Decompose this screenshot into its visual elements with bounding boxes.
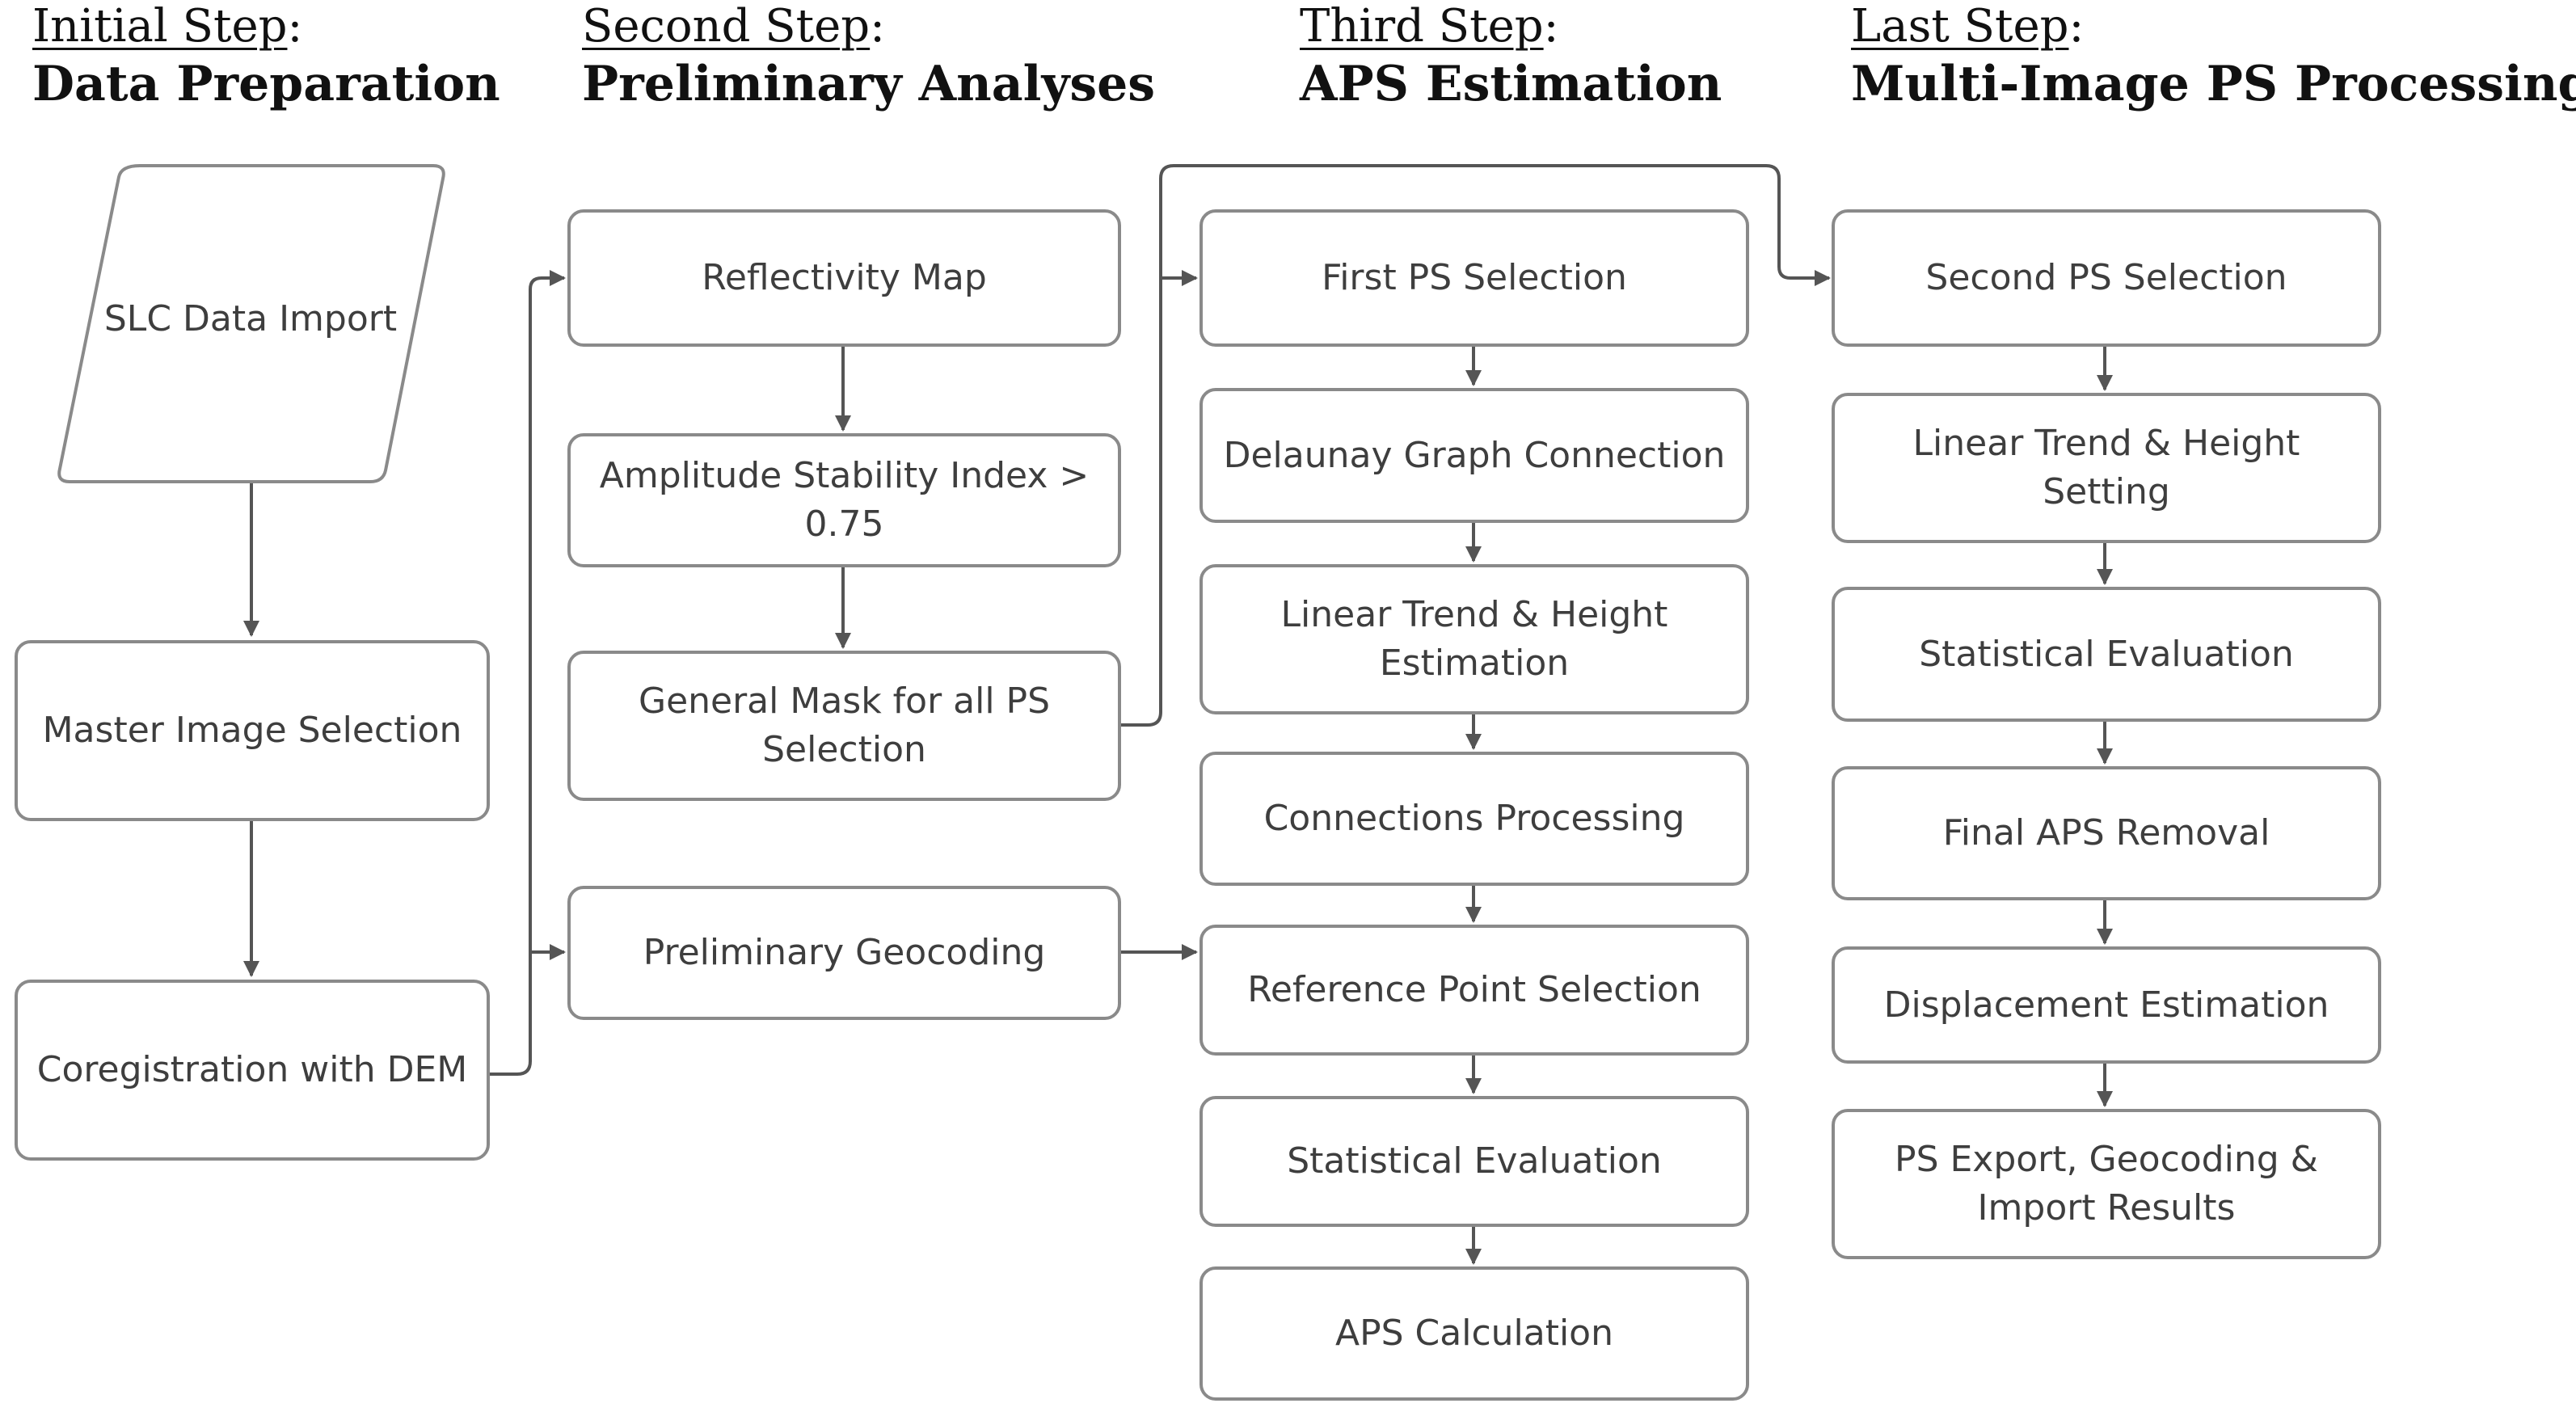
header-third-step: Third Step: APS Estimation	[1300, 0, 1722, 115]
header-initial-step: Initial Step: Data Preparation	[32, 0, 500, 115]
second-ps-selection-node: Second PS Selection	[1832, 209, 2381, 347]
step-title: Multi-Image PS Processing	[1851, 56, 2576, 112]
slc-data-import-label: SLC Data Import	[103, 298, 398, 339]
header-last-step: Last Step: Multi-Image PS Processing	[1851, 0, 2576, 115]
step-label: Third Step	[1300, 0, 1544, 53]
reference-point-selection-node: Reference Point Selection	[1199, 925, 1749, 1056]
displacement-estimation-node: Displacement Estimation	[1832, 946, 2381, 1064]
step-title: APS Estimation	[1300, 56, 1722, 112]
delaunay-graph-node: Delaunay Graph Connection	[1199, 388, 1749, 523]
preliminary-geocoding-node: Preliminary Geocoding	[567, 886, 1121, 1020]
step-title: Data Preparation	[32, 56, 500, 112]
final-aps-removal-node: Final APS Removal	[1832, 766, 2381, 900]
slc-import-shape	[57, 164, 445, 483]
statistical-evaluation-node: Statistical Evaluation	[1199, 1096, 1749, 1227]
arrow-mask-to-first-ps	[1121, 164, 1831, 727]
linear-trend-height-setting-node: Linear Trend & Height Setting	[1832, 393, 2381, 543]
reflectivity-map-node: Reflectivity Map	[567, 209, 1121, 347]
general-mask-node: General Mask for all PS Selection	[567, 651, 1121, 801]
statistical-evaluation-node: Statistical Evaluation	[1832, 587, 2381, 722]
step-label: Last Step	[1851, 0, 2069, 53]
aps-calculation-node: APS Calculation	[1199, 1266, 1749, 1401]
connections-processing-node: Connections Processing	[1199, 752, 1749, 886]
header-second-step: Second Step: Preliminary Analyses	[582, 0, 1155, 115]
master-image-selection-node: Master Image Selection	[15, 640, 490, 821]
ps-export-node: PS Export, Geocoding & Import Results	[1832, 1109, 2381, 1259]
amplitude-stability-node: Amplitude Stability Index > 0.75	[567, 433, 1121, 567]
coregistration-dem-node: Coregistration with DEM	[15, 980, 490, 1161]
linear-trend-height-estimation-node: Linear Trend & Height Estimation	[1199, 564, 1749, 714]
step-label: Second Step	[582, 0, 871, 53]
arrow-coreg-to-reflectivity	[490, 270, 566, 1076]
first-ps-selection-node: First PS Selection	[1199, 209, 1749, 347]
step-label: Initial Step	[32, 0, 288, 53]
step-title: Preliminary Analyses	[582, 56, 1156, 112]
